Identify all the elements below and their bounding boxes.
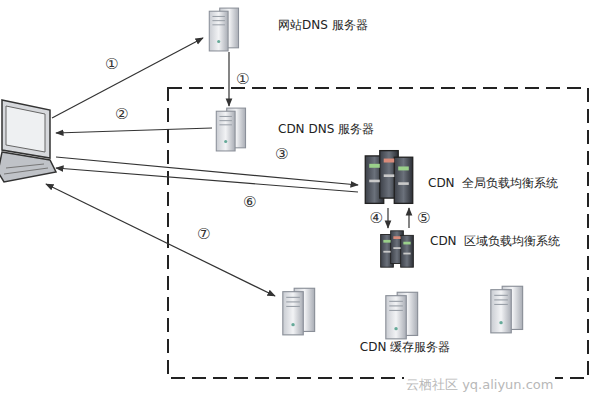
- server-icon: [283, 288, 315, 335]
- callout-number: ⑦: [196, 226, 211, 242]
- callout-number: ①: [235, 71, 250, 87]
- server-icon: [386, 292, 418, 339]
- watermark: 云栖社区 yq.aliyun.com: [404, 376, 555, 394]
- node-label: CDN 全局负载均衡系统: [428, 176, 558, 190]
- arrow: [56, 128, 212, 133]
- node-label: 网站DNS 服务器: [278, 18, 368, 32]
- callout-number: ①: [104, 56, 119, 72]
- laptop: [0, 100, 56, 182]
- callout-number: ⑥: [242, 194, 257, 210]
- node-label: CDN 区域负载均衡系统: [430, 234, 560, 248]
- callout-number: ③: [274, 146, 289, 162]
- node-label: CDN DNS 服务器: [278, 122, 374, 136]
- callout-number: ⑤: [416, 210, 431, 226]
- callout-number: ②: [114, 106, 129, 122]
- callout-number: ④: [369, 210, 384, 226]
- arrow: [46, 184, 275, 296]
- server-icon: [491, 286, 523, 333]
- server-node: CDN DNS 服务器: [208, 106, 378, 152]
- server-node: CDN 全局负载均衡系统: [358, 148, 586, 208]
- rack-icon: [381, 231, 414, 267]
- server-icon: [216, 108, 245, 151]
- connector: [408, 208, 409, 228]
- rack-icon: [365, 151, 412, 204]
- connector: [228, 52, 229, 106]
- server-icon: [209, 8, 238, 51]
- connector: [387, 208, 388, 228]
- node-label: CDN 缓存服务器: [360, 340, 450, 354]
- cdn-region: [168, 88, 588, 378]
- server-node: CDN 区域负载均衡系统: [370, 228, 586, 270]
- arrow: [56, 168, 358, 192]
- server-node: 网站DNS 服务器: [200, 4, 372, 52]
- server-node: CDN 缓存服务器: [272, 282, 538, 362]
